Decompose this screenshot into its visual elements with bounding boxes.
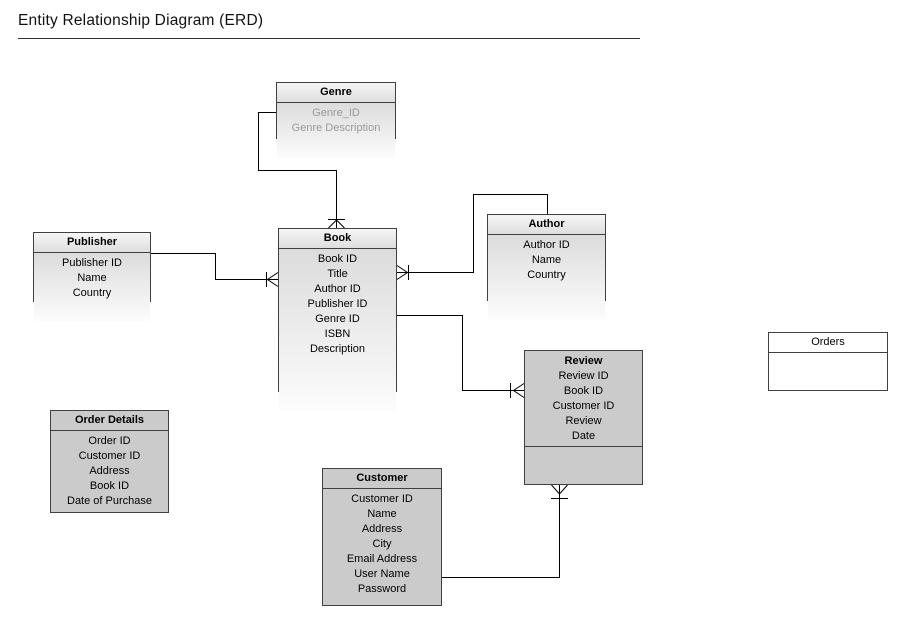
attribute-user-name: User Name xyxy=(354,568,410,580)
attribute-address: Address xyxy=(89,465,130,477)
connector-book-author[interactable] xyxy=(396,194,548,281)
entity-author-title: Author xyxy=(488,215,605,235)
entity-orders-title: Orders xyxy=(769,333,887,353)
entity-genre-title: Genre xyxy=(277,83,395,103)
attribute-name: Name xyxy=(367,508,397,520)
entity-orders[interactable]: Orders xyxy=(768,332,888,391)
connector-customer-review[interactable] xyxy=(442,484,568,578)
attribute-customer-id: Customer ID xyxy=(351,493,413,505)
entity-review-title: Review xyxy=(564,355,603,367)
attribute-genre-id: Genre_ID xyxy=(312,107,360,119)
attribute-book-id: Book ID xyxy=(89,480,130,492)
attribute-review: Review xyxy=(565,415,602,427)
attribute-name: Name xyxy=(531,254,562,266)
attribute-publisher-id: Publisher ID xyxy=(62,257,122,269)
attribute-genre-id: Genre ID xyxy=(315,313,360,325)
title-underline xyxy=(18,38,640,39)
attribute-name: Name xyxy=(77,272,107,284)
attribute-book-id: Book ID xyxy=(317,253,358,265)
attribute-date-of-purchase: Date of Purchase xyxy=(67,495,152,507)
page-title: Entity Relationship Diagram (ERD) xyxy=(18,12,264,29)
attribute-author-id: Author ID xyxy=(523,239,570,251)
attribute-author-id: Author ID xyxy=(314,283,361,295)
attribute-city: City xyxy=(372,538,392,550)
connector-genre-book[interactable] xyxy=(258,112,346,229)
entity-publisher[interactable]: Publisher Publisher ID Name Country xyxy=(33,232,151,321)
attribute-order-id: Order ID xyxy=(88,435,131,447)
entity-order-details-title: Order Details xyxy=(51,411,168,431)
attribute-customer-id: Customer ID xyxy=(78,450,141,462)
attribute-address: Address xyxy=(361,523,403,535)
attribute-date: Date xyxy=(571,430,596,442)
entity-customer-title: Customer xyxy=(323,469,441,489)
entity-author[interactable]: Author Author ID Name Country xyxy=(487,214,606,320)
attribute-password: Password xyxy=(357,583,407,595)
entity-book[interactable]: Book Book ID Title Author ID Publisher I… xyxy=(278,228,397,411)
connector-publisher-book[interactable] xyxy=(151,253,279,288)
attribute-country: Country xyxy=(72,287,112,299)
attribute-genre-description: Genre Description xyxy=(291,122,381,134)
attribute-isbn: ISBN xyxy=(324,328,351,340)
review-section-divider xyxy=(525,446,642,447)
connector-book-review[interactable] xyxy=(397,315,525,399)
attribute-email-address: Email Address xyxy=(346,553,418,565)
entity-genre[interactable]: Genre Genre_ID Genre Description xyxy=(276,82,396,158)
attribute-book-id: Book ID xyxy=(563,385,604,397)
entity-customer[interactable]: Customer Customer ID Name Address City E… xyxy=(322,468,442,606)
entity-book-title: Book xyxy=(279,229,396,249)
attribute-description: Description xyxy=(309,343,366,355)
attribute-publisher-id: Publisher ID xyxy=(307,298,368,310)
attribute-review-id: Review ID xyxy=(558,370,609,382)
entity-publisher-title: Publisher xyxy=(34,233,150,253)
attribute-country: Country xyxy=(527,269,566,281)
entity-review[interactable]: Review Review ID Book ID Customer ID Rev… xyxy=(524,350,643,485)
attribute-customer-id: Customer ID xyxy=(552,400,615,412)
attribute-title: Title xyxy=(327,268,348,280)
entity-order-details[interactable]: Order Details Order ID Customer ID Addre… xyxy=(50,410,169,513)
